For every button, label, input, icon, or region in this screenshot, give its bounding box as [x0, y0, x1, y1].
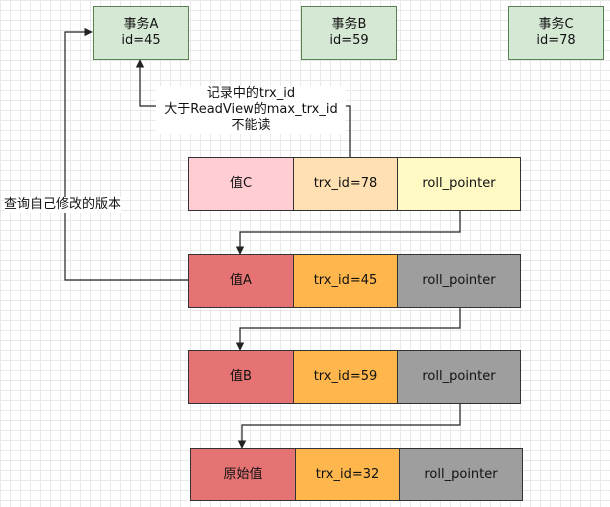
arrow-a-to-tx-a: [64, 27, 188, 281]
transaction-id: id=45: [121, 33, 161, 48]
transaction-name: 事务C: [538, 17, 574, 32]
chain-c-to-a: [235, 211, 461, 255]
record-a-value: 值A: [188, 254, 294, 308]
record-original-roll-pointer: roll_pointer: [399, 448, 523, 501]
record-b-value: 值B: [188, 350, 294, 404]
transaction-b: 事务B id=59: [301, 6, 397, 60]
record-a-roll-pointer: roll_pointer: [397, 254, 521, 308]
transaction-name: 事务B: [331, 17, 367, 32]
note-line: 记录中的trx_id: [206, 86, 296, 101]
transaction-a: 事务A id=45: [93, 6, 189, 60]
record-c-roll-pointer: roll_pointer: [397, 157, 521, 211]
read-own-version-note: 查询自己修改的版本: [4, 197, 122, 213]
transaction-name: 事务A: [123, 17, 159, 32]
chain-b-to-orig: [237, 404, 461, 449]
record-original-value: 原始值: [190, 448, 296, 501]
cannot-read-note: 记录中的trx_id 大于ReadView的max_trx_id 不能读: [156, 86, 346, 134]
record-original-trx-id: trx_id=32: [295, 448, 400, 501]
note-line: 不能读: [231, 118, 271, 133]
transaction-id: id=78: [536, 33, 576, 48]
record-a-trx-id: trx_id=45: [293, 254, 398, 308]
transaction-id: id=59: [329, 33, 369, 48]
record-b-trx-id: trx_id=59: [293, 350, 398, 404]
transaction-c: 事务C id=78: [508, 6, 604, 60]
note-line: 大于ReadView的max_trx_id: [164, 102, 338, 117]
chain-a-to-b: [235, 308, 461, 351]
record-b-roll-pointer: roll_pointer: [397, 350, 521, 404]
record-c-trx-id: trx_id=78: [293, 157, 398, 211]
record-c-value: 值C: [188, 157, 294, 211]
